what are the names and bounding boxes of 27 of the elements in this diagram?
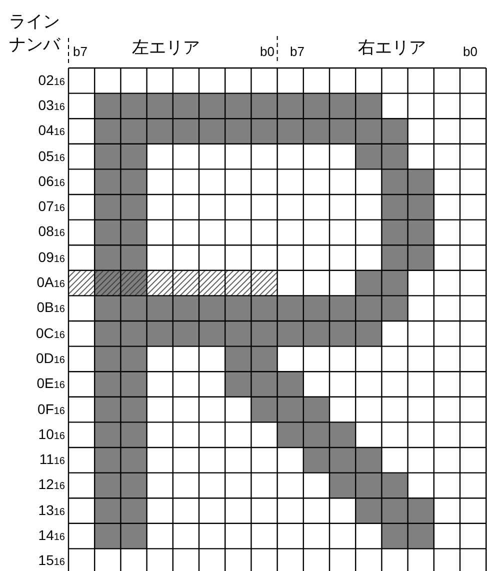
bit-label: b7 <box>73 45 88 58</box>
row-label: 10$_{16}$ <box>38 426 65 442</box>
row-label: 12$_{16}$ <box>38 477 65 492</box>
axis-title: ラインナンバ <box>9 11 61 56</box>
row-label: 07$_{16}$ <box>38 199 65 214</box>
row-label: 11$_{16}$ <box>39 452 65 468</box>
row-label: 0F$_{16}$ <box>38 402 65 417</box>
row-label: 0D$_{16}$ <box>36 350 65 366</box>
row-label: 0A$_{16}$ <box>36 275 65 290</box>
row-label: 14$_{16}$ <box>38 528 65 544</box>
row-label: 0B$_{16}$ <box>36 300 65 316</box>
row-label: 15$_{16}$ <box>38 553 65 568</box>
row-label: 0C$_{16}$ <box>36 326 65 341</box>
row-label: 02$_{16}$ <box>38 72 65 88</box>
area-label: 左エリア <box>132 39 200 56</box>
row-label: 08$_{16}$ <box>38 224 65 240</box>
row-label: 09$_{16}$ <box>38 250 65 265</box>
row-label: 04$_{16}$ <box>38 123 65 138</box>
bit-label: b0 <box>260 45 274 58</box>
bit-label: b7 <box>290 45 304 58</box>
bit-label: b0 <box>463 45 478 58</box>
row-label: 13$_{16}$ <box>38 502 65 518</box>
row-label: 0E$_{16}$ <box>36 376 65 392</box>
area-label: 右エリア <box>358 39 426 56</box>
row-label: 05$_{16}$ <box>38 148 65 164</box>
row-label: 06$_{16}$ <box>38 174 65 189</box>
row-label: 03$_{16}$ <box>38 98 65 113</box>
